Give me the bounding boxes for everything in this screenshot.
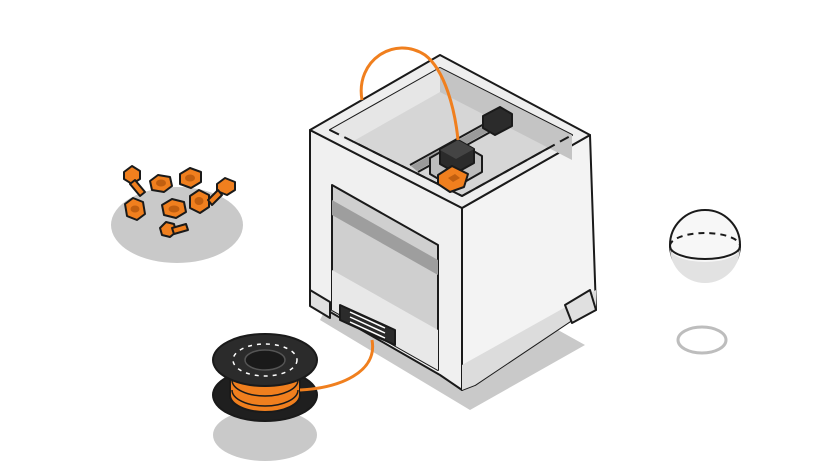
printed-parts-pile [123, 165, 236, 238]
gantry-rail-a [409, 117, 496, 166]
printer [309, 54, 597, 391]
filament-tube-top [359, 46, 460, 141]
sphere-shade [670, 248, 740, 283]
print-head-top [440, 140, 474, 159]
nut-2 [179, 167, 202, 189]
filament-strand [299, 339, 375, 392]
feeder-grille [349, 311, 386, 339]
sphere-equator-front [669, 245, 741, 260]
spool-hub-ring [232, 343, 298, 377]
spool-shadow [213, 409, 317, 461]
print-gantry [409, 106, 513, 193]
printer-inner-left-wall [330, 68, 440, 143]
filament-spool [212, 333, 318, 422]
nut-3 [124, 197, 146, 221]
printer-top-dashes [329, 129, 573, 197]
spool-hub [244, 349, 286, 371]
printed-object-hole [448, 174, 460, 182]
bolt-3 [159, 221, 189, 238]
gantry-end-block [482, 106, 513, 136]
printer-foot-right [564, 289, 597, 324]
bolt-2 [207, 177, 236, 206]
sphere-object [669, 209, 741, 355]
sphere-base-ring [676, 325, 728, 355]
nut-5 [189, 189, 210, 214]
bolt-1 [123, 165, 146, 197]
printer-foot-left [309, 289, 331, 319]
nut-4 [161, 198, 187, 219]
printer-window-floor [332, 270, 438, 370]
nut-1 [149, 174, 173, 193]
printer-window-inner-top [332, 200, 438, 275]
printer-right-base [462, 290, 596, 390]
